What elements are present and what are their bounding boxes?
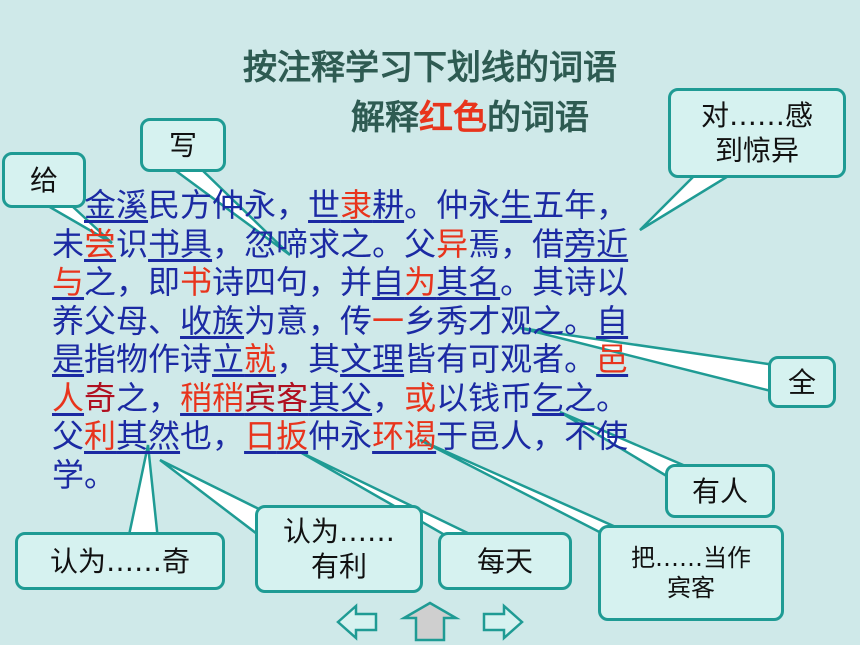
classical-passage: 金溪民方仲永，世隶耕。仲永生五年， 未尝识书具，忽啼求之。父异焉，借旁近 与之，… bbox=[52, 186, 792, 494]
callout-ba-dang: 把……当作 宾客 bbox=[598, 525, 784, 621]
passage-line-4: 养父母、收族为意，传一乡秀才观之。自 bbox=[52, 301, 629, 340]
callout-ren-qi: 认为……奇 bbox=[15, 532, 225, 590]
callout-mei-tian: 每天 bbox=[438, 532, 572, 590]
passage-line-8: 学。 bbox=[52, 455, 117, 494]
page-subtitle: 解释红色的词语 bbox=[351, 98, 589, 138]
arrow-left-icon[interactable] bbox=[336, 603, 378, 641]
passage-line-3: 与之，即书诗四句，并自为其名。其诗以 bbox=[52, 263, 629, 301]
arrow-up-icon[interactable] bbox=[399, 601, 461, 642]
navigation-arrows bbox=[336, 601, 524, 642]
passage-line-6: 人奇之，稍稍宾客其父，或以钱币乞之。 bbox=[52, 378, 629, 417]
callout-you-ren: 有人 bbox=[665, 464, 775, 518]
arrow-right-icon[interactable] bbox=[482, 603, 524, 641]
passage-line-7: 父利其然也，日扳仲永环谒于邑人，不使 bbox=[52, 417, 629, 455]
passage-line-2: 未尝识书具，忽啼求之。父异焉，借旁近 bbox=[52, 224, 629, 263]
callout-xie: 写 bbox=[140, 118, 226, 172]
callout-ren-youli: 认为…… 有利 bbox=[255, 505, 423, 593]
passage-line-5: 是指物作诗立就，其文理皆有可观者。邑 bbox=[52, 340, 629, 378]
passage-line-1: 金溪民方仲永，世隶耕。仲永生五年， bbox=[84, 186, 629, 224]
callout-gei: 给 bbox=[2, 152, 86, 208]
callout-dui-gan: 对……感 到惊异 bbox=[668, 88, 846, 178]
callout-quan: 全 bbox=[768, 356, 836, 408]
page-title: 按注释学习下划线的词语 bbox=[243, 48, 617, 88]
subtitle-red-word: 红色 bbox=[419, 98, 487, 138]
